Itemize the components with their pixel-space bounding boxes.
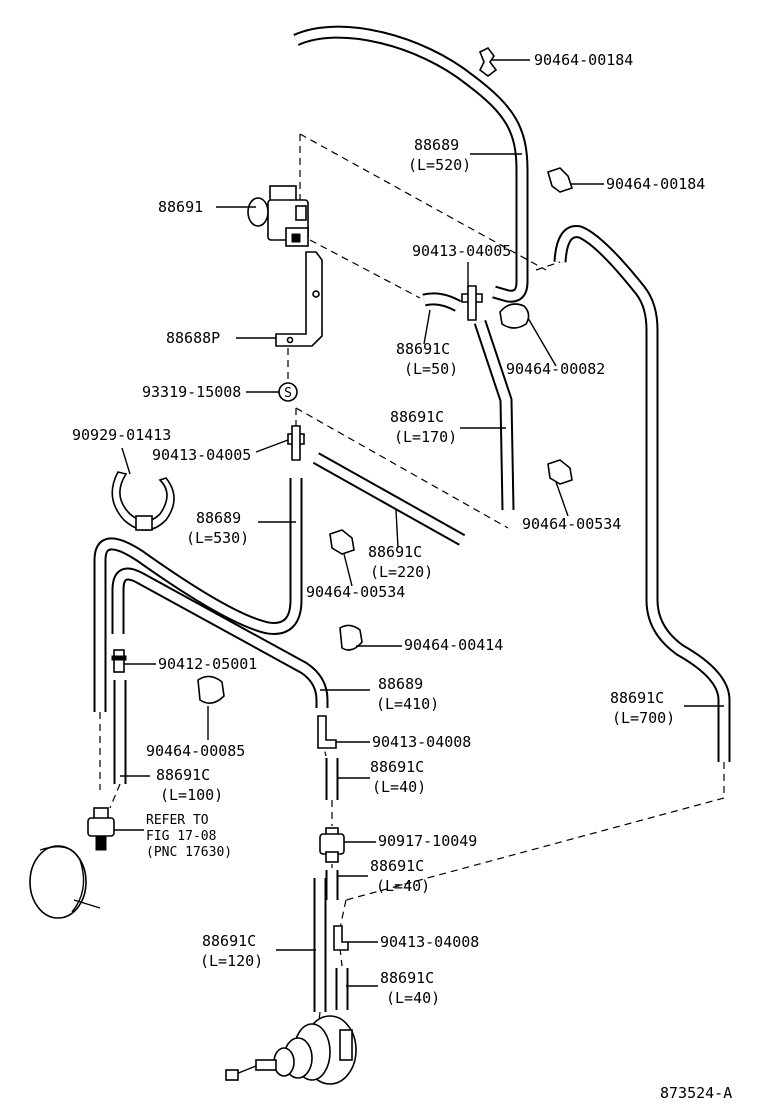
hose-88691c-l50: [422, 292, 462, 312]
label-88691c-l120-length: (L=120): [200, 952, 263, 970]
label-90464-00534-a: 90464-00534: [522, 515, 621, 533]
label-90464-00082: 90464-00082: [506, 360, 605, 378]
label-90464-00414: 90464-00414: [404, 636, 503, 654]
label-90412-05001: 90412-05001: [158, 655, 257, 673]
label-88691c-l170-length: (L=170): [394, 428, 457, 446]
vsv-valve-88691: [247, 185, 309, 247]
label-refer-line-1: REFER TO: [146, 813, 209, 828]
joint-90413-04005-b: [287, 425, 305, 461]
joint-90413-04005-a: [461, 285, 483, 321]
label-90464-00184-b: 90464-00184: [606, 175, 705, 193]
joint-90412-05001: [111, 649, 127, 673]
label-88691c-l700: 88691C: [610, 689, 664, 707]
clip-90464-00082: [499, 303, 530, 329]
label-90464-00534-b: 90464-00534: [306, 583, 405, 601]
label-90917-10049: 90917-10049: [378, 832, 477, 850]
filter-90917-10049: [319, 827, 345, 863]
clip-90464-00085: [197, 675, 225, 704]
label-90464-00184-a: 90464-00184: [534, 51, 633, 69]
label-88689-l530-length: (L=530): [186, 529, 249, 547]
label-88691c-l50-length: (L=50): [404, 360, 458, 378]
joint-90413-04008-a: [317, 715, 337, 749]
label-88691c-l40-a: 88691C: [370, 758, 424, 776]
screw-symbol-text: S: [284, 386, 292, 401]
label-90413-04008-a: 90413-04008: [372, 733, 471, 751]
clip-90464-00414: [339, 624, 363, 651]
label-90929-01413: 90929-01413: [72, 426, 171, 444]
label-88691c-l40-a-length: (L=40): [372, 778, 426, 796]
hose-88691c-l700: [553, 225, 731, 762]
figure-number: 873524-A: [660, 1084, 732, 1102]
label-88691c-l220: 88691C: [368, 543, 422, 561]
clip-90464-00534-a: [547, 459, 573, 485]
label-88689-l410: 88689: [378, 675, 423, 693]
clamp-90929-01413: [111, 471, 175, 531]
label-88689-l520-length: (L=520): [408, 156, 471, 174]
hose-88689-l410: [111, 567, 329, 708]
clip-90464-00184-b: [547, 167, 574, 193]
label-90413-04008-b: 90413-04008: [380, 933, 479, 951]
label-88691: 88691: [158, 198, 203, 216]
label-88691c-l50: 88691C: [396, 340, 450, 358]
vacuum-actuator: [225, 1015, 357, 1085]
label-90413-04005-a: 90413-04005: [412, 242, 511, 260]
gauge-outline: [29, 845, 101, 919]
label-88688p: 88688P: [166, 329, 220, 347]
bracket-88688p: [275, 251, 323, 347]
label-90464-00085: 90464-00085: [146, 742, 245, 760]
label-90413-04005-b: 90413-04005: [152, 446, 251, 464]
label-88691c-l40-c-length: (L=40): [386, 989, 440, 1007]
label-88691c-l40-b-length: (L=40): [376, 877, 430, 895]
label-88691c-l100: 88691C: [156, 766, 210, 784]
hose-88691c-l170: [473, 319, 515, 511]
assembly-dashed-lines: [99, 133, 725, 1031]
label-88689-l520: 88689: [414, 136, 459, 154]
label-88689-l530: 88689: [196, 509, 241, 527]
label-88691c-l100-length: (L=100): [160, 786, 223, 804]
screw-93319-15008: S: [278, 382, 298, 402]
label-88691c-l170: 88691C: [390, 408, 444, 426]
label-refer-line-3: (PNC 17630): [146, 845, 232, 860]
label-88691c-l120: 88691C: [202, 932, 256, 950]
hose-88689-l520: [293, 25, 529, 303]
label-88691c-l220-length: (L=220): [370, 563, 433, 581]
joint-90413-04008-b: [333, 925, 349, 951]
label-refer-line-2: FIG 17-08: [146, 829, 216, 844]
label-88689-l410-length: (L=410): [376, 695, 439, 713]
clip-90464-00534-b: [329, 529, 355, 555]
vacuum-switch: [87, 807, 115, 851]
label-93319-15008: 93319-15008: [142, 383, 241, 401]
label-88691c-l40-b: 88691C: [370, 857, 424, 875]
leader-lines: [114, 59, 724, 987]
label-88691c-l40-c: 88691C: [380, 969, 434, 987]
label-88691c-l700-length: (L=700): [612, 709, 675, 727]
hose-88689-l530: [93, 478, 303, 712]
clip-90464-00184-a: [478, 46, 498, 77]
hose-88691c-l220: [312, 452, 466, 546]
